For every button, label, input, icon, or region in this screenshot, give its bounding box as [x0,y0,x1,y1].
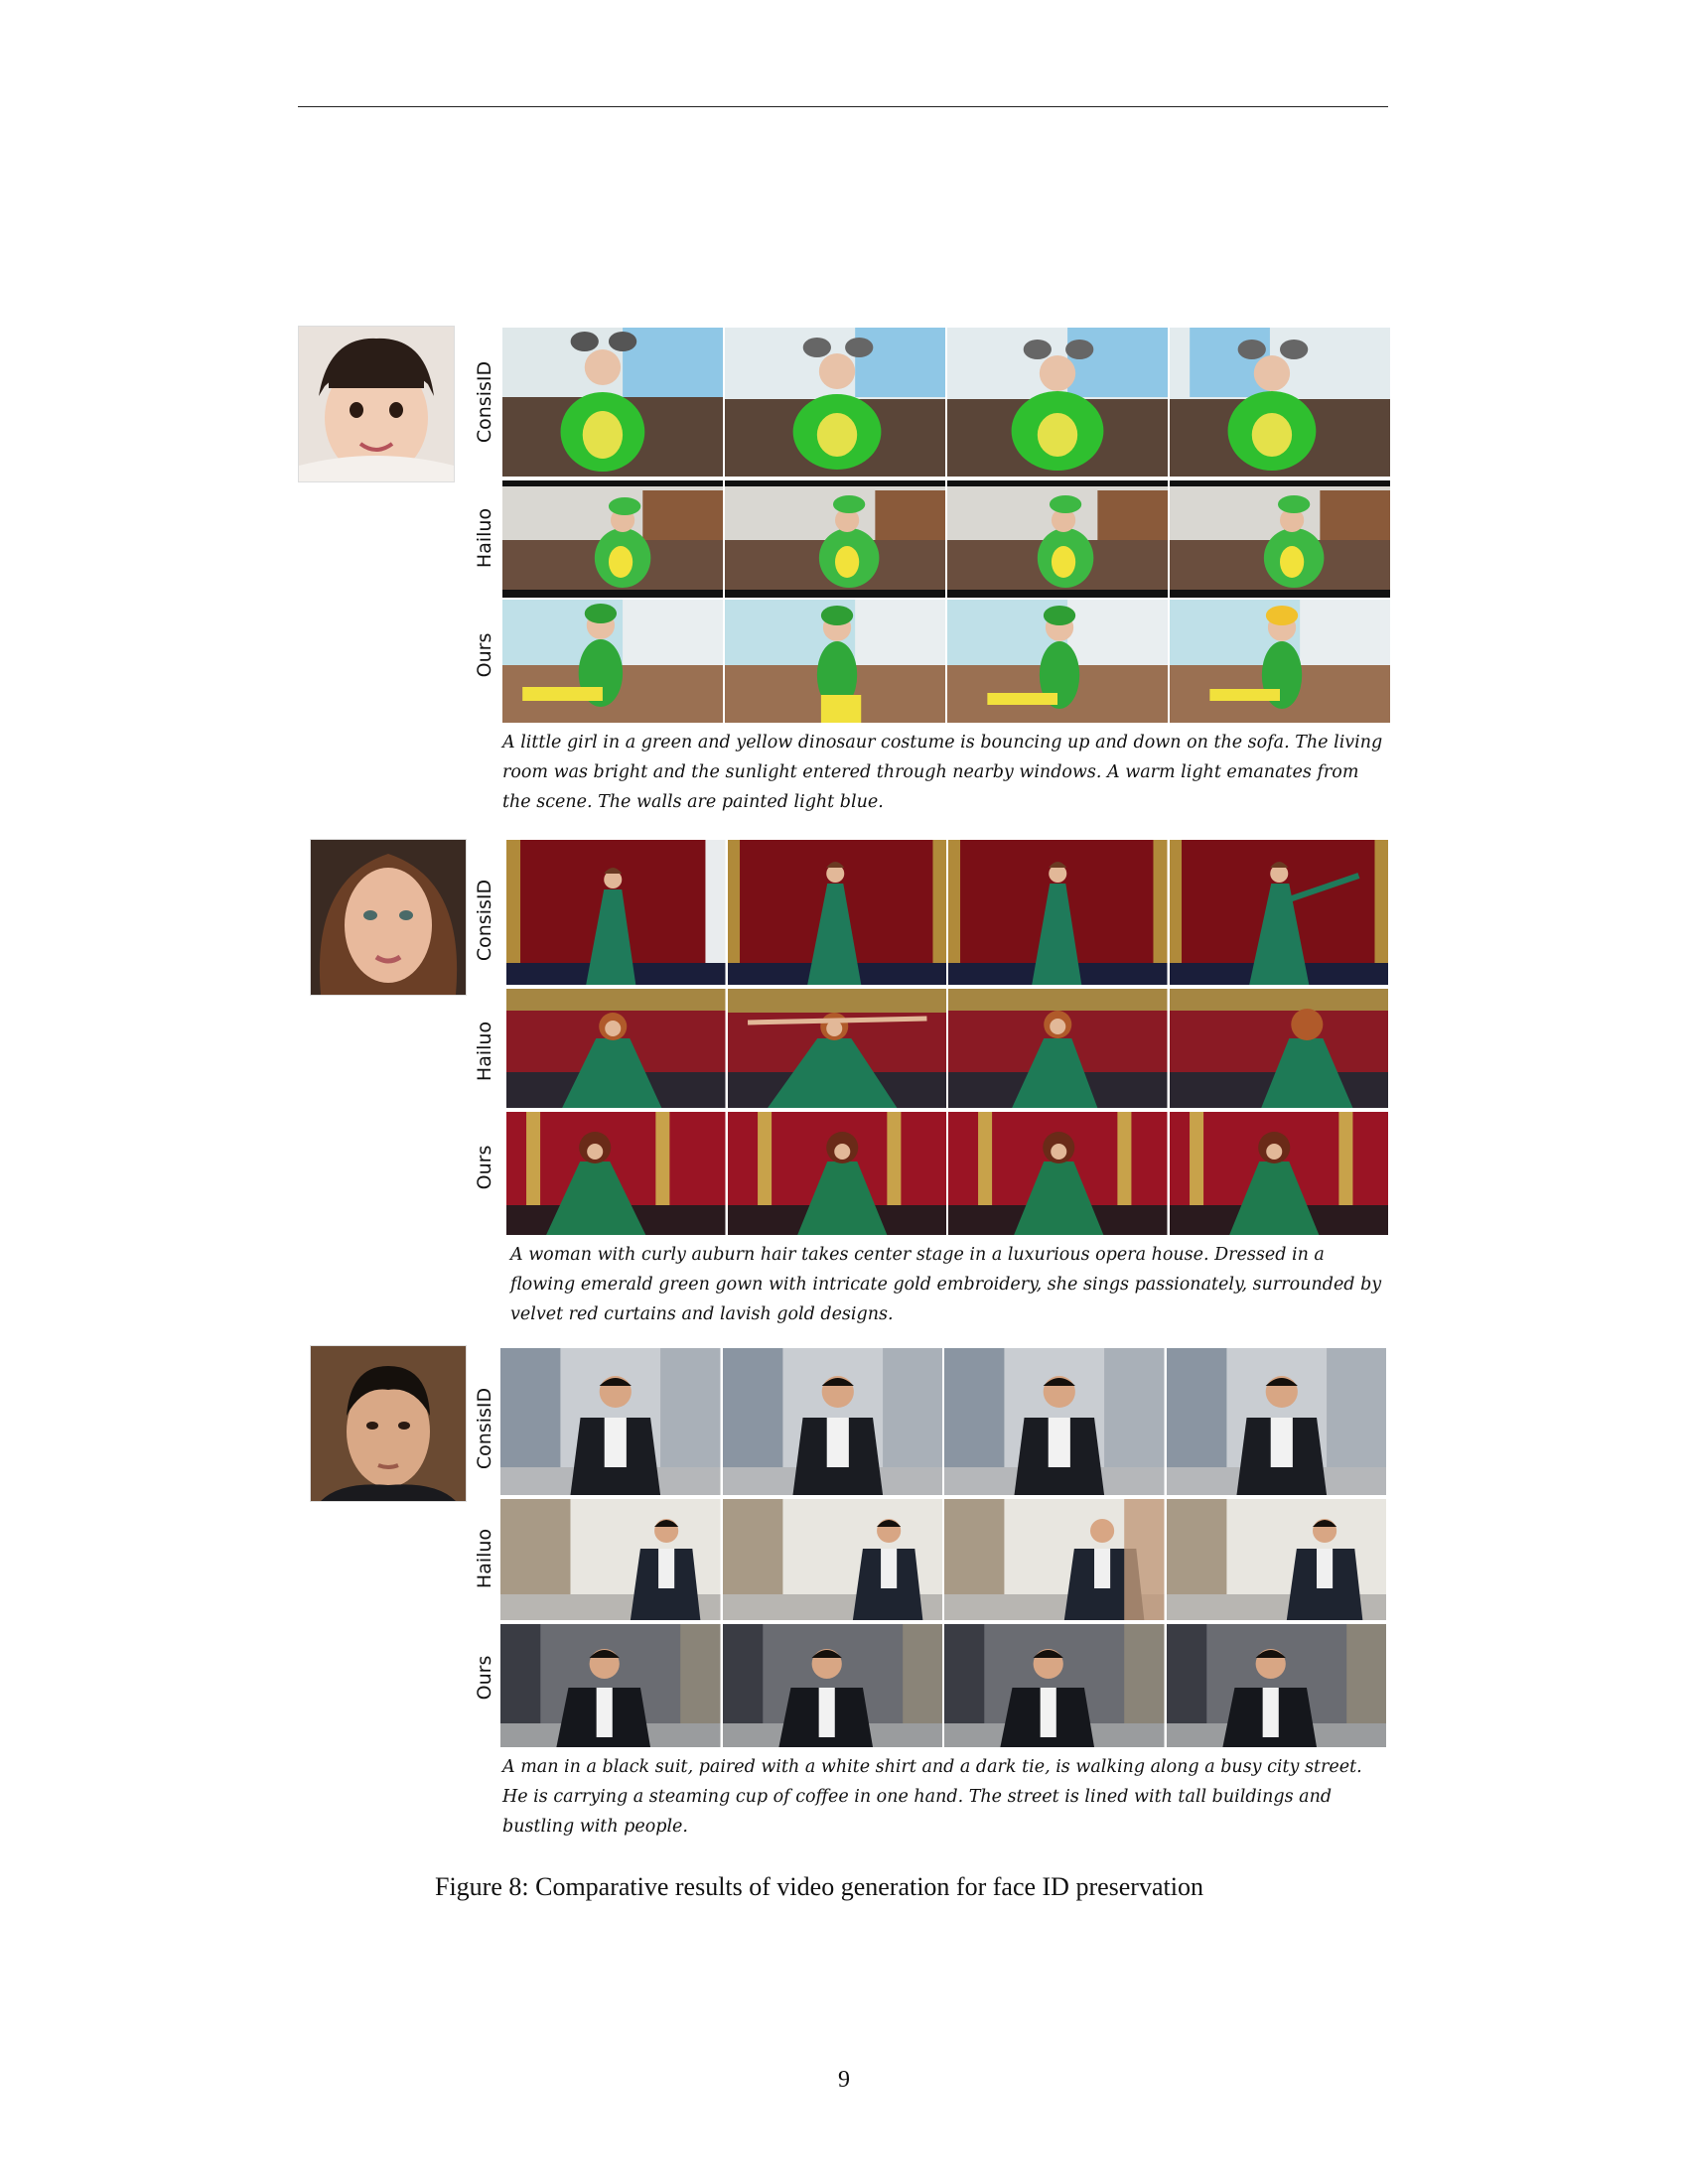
video-frame [1166,1348,1386,1495]
reference-face-image [310,1345,467,1502]
video-frame [502,480,723,598]
video-frame [947,480,1168,598]
video-frame [947,328,1168,477]
video-frame [948,1112,1168,1235]
video-frame [1169,1112,1388,1235]
prompt-text: A little girl in a green and yellow dino… [502,733,1383,812]
frames-consisid [506,840,1388,985]
video-frame [944,1624,1165,1747]
video-frame [725,328,945,477]
video-frame [506,1112,726,1235]
row-label-hailuo: Hailuo [474,1528,495,1589]
video-frame [1166,1499,1386,1620]
video-frame [1170,328,1390,477]
video-frame [944,1499,1165,1620]
figure-caption: Figure 8: Comparative results of video g… [435,1872,1203,1901]
video-frame [1166,1624,1386,1747]
frames-consisid [502,328,1390,477]
video-frame [1169,989,1388,1108]
frames-ours [506,1112,1388,1235]
video-frame [500,1348,721,1495]
video-frame [1170,600,1390,723]
row-label-consisid: ConsisID [474,1387,495,1470]
frames-consisid [500,1348,1386,1495]
frames-ours [500,1624,1386,1747]
prompt-text: A woman with curly auburn hair takes cen… [510,1245,1382,1324]
video-frame [1169,840,1388,985]
prompt-text: A man in a black suit, paired with a whi… [502,1757,1362,1837]
frames-hailuo [500,1499,1386,1620]
video-frame [725,600,945,723]
video-frame [727,989,946,1108]
row-label-ours: Ours [474,632,495,678]
video-frame [948,989,1168,1108]
reference-face-image [298,326,455,482]
page-number: 9 [838,2067,850,2093]
row-label-ours: Ours [474,1655,495,1701]
video-frame [500,1624,721,1747]
row-label-consisid: ConsisID [474,879,495,962]
video-frame [506,989,726,1108]
video-frame [506,840,726,985]
header-rule [298,106,1388,107]
video-frame [947,600,1168,723]
reference-face-image [310,839,467,996]
video-frame [502,328,723,477]
video-frame [725,480,945,598]
row-label-consisid: ConsisID [474,360,495,444]
video-frame [722,1499,942,1620]
video-frame [722,1624,942,1747]
video-frame [502,600,723,723]
frames-hailuo [502,480,1390,598]
frames-ours [502,600,1390,723]
video-frame [727,840,946,985]
video-frame [727,1112,946,1235]
frames-hailuo [506,989,1388,1108]
video-frame [1170,480,1390,598]
video-frame [944,1348,1165,1495]
row-label-ours: Ours [474,1145,495,1190]
video-frame [500,1499,721,1620]
video-frame [948,840,1168,985]
video-frame [722,1348,942,1495]
